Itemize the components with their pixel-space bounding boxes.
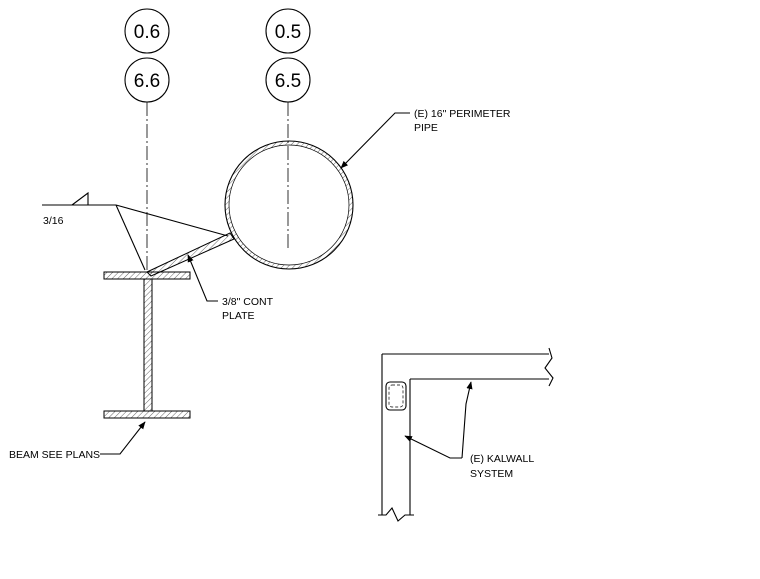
kalwall-detail: (E) KALWALL SYSTEM — [378, 347, 554, 522]
weld-size-label: 3/16 — [43, 215, 64, 227]
beam-callout: BEAM SEE PLANS — [9, 421, 146, 461]
wide-flange-beam — [103, 271, 191, 419]
pipe-note-line1: (E) 16" PERIMETER — [414, 108, 511, 120]
grid-label-right-bottom: 6.5 — [275, 71, 301, 92]
beam-web — [143, 278, 153, 412]
kalwall-frame — [385, 381, 407, 411]
grid-bubble-right-bottom: 6.5 — [265, 57, 311, 103]
beam-note: BEAM SEE PLANS — [9, 449, 100, 461]
grid-label-left-top: 0.6 — [134, 22, 160, 43]
beam-top-flange — [103, 271, 191, 280]
cont-plate — [146, 232, 235, 277]
grid-bubble-right-top: 0.5 — [265, 8, 311, 54]
plate-note-line2: PLATE — [222, 310, 254, 322]
pipe-note-line2: PIPE — [414, 122, 438, 134]
beam-bottom-flange — [103, 410, 191, 419]
pipe-callout: (E) 16" PERIMETER PIPE — [340, 108, 511, 169]
perimeter-pipe — [224, 140, 354, 270]
kalwall-note-line2: SYSTEM — [470, 468, 513, 480]
kalwall-note-line1: (E) KALWALL — [470, 453, 534, 465]
grid-label-left-bottom: 6.6 — [134, 71, 160, 92]
plate-note-line1: 3/8" CONT — [222, 296, 274, 308]
plate-callout: 3/8" CONT PLATE — [187, 254, 274, 322]
grid-bubble-left-top: 0.6 — [124, 8, 170, 54]
weld-symbol: 3/16 — [42, 191, 229, 271]
grid-label-right-top: 0.5 — [275, 22, 301, 43]
grid-bubble-left-bottom: 6.6 — [124, 57, 170, 103]
